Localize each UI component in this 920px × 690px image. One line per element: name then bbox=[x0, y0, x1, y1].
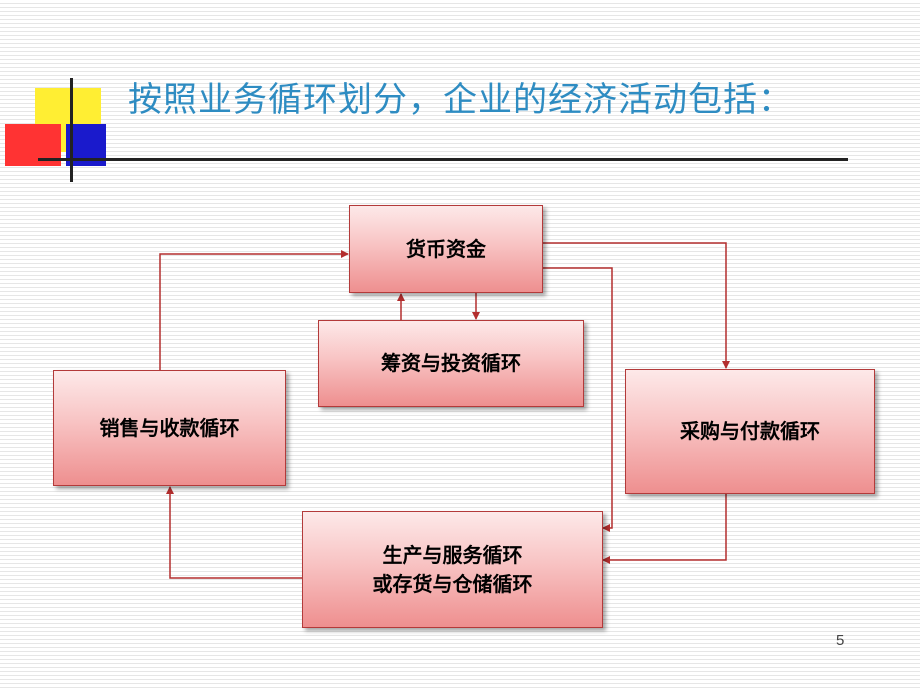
node-purchase-label: 采购与付款循环 bbox=[680, 419, 820, 443]
node-cash: 货币资金 bbox=[349, 205, 543, 293]
node-financing-label: 筹资与投资循环 bbox=[381, 351, 521, 375]
page-number: 5 bbox=[836, 632, 845, 649]
slide-title: 按照业务循环划分，企业的经济活动包括： bbox=[128, 80, 793, 120]
arrow-cash-to-purchase bbox=[543, 242, 730, 369]
arrow-cash-to-production bbox=[543, 267, 613, 532]
node-cash-label: 货币资金 bbox=[406, 236, 486, 261]
node-sales-label: 销售与收款循环 bbox=[99, 415, 240, 440]
arrow-sales-to-cash bbox=[159, 250, 349, 370]
node-production-label-line1: 生产与服务循环 bbox=[382, 542, 523, 567]
decor-horizontal-line bbox=[38, 158, 848, 161]
decor-vertical-line bbox=[70, 78, 73, 182]
node-sales-collection: 销售与收款循环 bbox=[53, 370, 286, 486]
node-production-label-line2: 或存货与仓储循环 bbox=[372, 571, 533, 596]
arrow-purchase-to-production bbox=[602, 494, 727, 564]
arrow-production-to-sales bbox=[166, 486, 302, 579]
node-purchase-payment: 采购与付款循环 bbox=[625, 369, 875, 494]
node-financing-investment: 筹资与投资循环 bbox=[318, 320, 584, 407]
node-production-inventory: 生产与服务循环 或存货与仓储循环 bbox=[302, 511, 603, 628]
